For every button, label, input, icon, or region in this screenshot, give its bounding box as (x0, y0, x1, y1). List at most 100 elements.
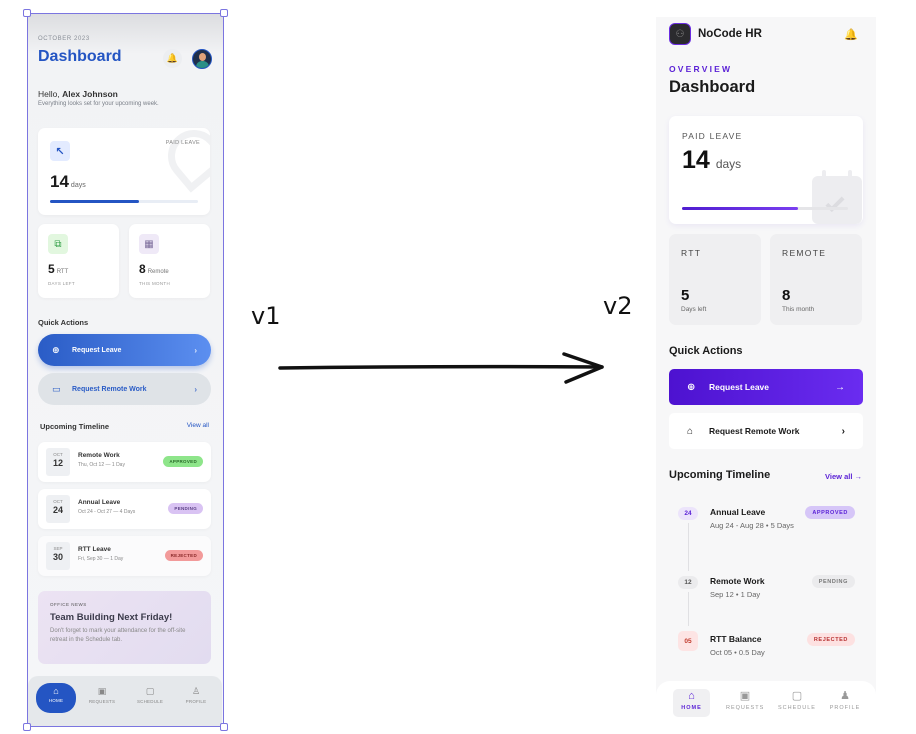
person-icon: ♟ (840, 690, 850, 702)
request-remote-work-button[interactable]: ▭ Request Remote Work › (38, 373, 211, 405)
view-all-link[interactable]: View all (186, 422, 209, 429)
date-chip: 24 (678, 507, 698, 520)
rtt-card[interactable]: RTT 5 Days left (669, 234, 761, 325)
timeline-title: Upcoming Timeline (669, 469, 771, 481)
v2-label: v2 (603, 292, 633, 320)
nav-home[interactable]: ⌂HOME (673, 689, 710, 717)
news-headline: Team Building Next Friday! (50, 612, 173, 623)
nav-label: PROFILE (829, 705, 861, 711)
office-news-card[interactable]: OFFICE NEWS Team Building Next Friday! D… (38, 591, 211, 664)
person-icon: ♙ (191, 686, 201, 696)
paid-leave-label: PAID LEAVE (165, 140, 200, 146)
date-day: 24 (52, 505, 63, 515)
calendar-check-watermark-icon (812, 170, 862, 224)
rtt-caption: DAYS LEFT (48, 281, 75, 286)
request-remote-work-label: Request Remote Work (709, 426, 800, 436)
selection-handle-bottom-left[interactable] (23, 723, 31, 731)
nav-label: HOME (48, 698, 64, 703)
timeline-item[interactable]: 24 Annual Leave Aug 24 - Aug 28 • 5 Days… (678, 506, 863, 571)
bell-icon[interactable]: 🔔 (844, 29, 858, 41)
timeline-connector (688, 523, 689, 571)
request-remote-work-label: Request Remote Work (72, 385, 147, 393)
plus-circle-icon: ⊕ (687, 381, 696, 393)
progress-fill (50, 200, 139, 203)
selection-handle-top-right[interactable] (220, 9, 228, 17)
status-badge: REJECTED (806, 633, 855, 646)
paid-leave-unit: days (715, 157, 742, 171)
rtt-caption: Days left (681, 306, 707, 313)
nav-profile[interactable]: ♙PROFILE (176, 686, 216, 714)
request-leave-label: Request Leave (72, 346, 122, 354)
rtt-number: 5 (48, 262, 55, 276)
bottom-nav: ⌂ HOME ▣ REQUESTS ▢SCHEDULE ♙PROFILE (28, 676, 222, 726)
request-leave-button[interactable]: ⊕ Request Leave › (38, 334, 211, 366)
nav-requests[interactable]: ▣REQUESTS (726, 689, 764, 717)
remote-caption: This month (782, 306, 815, 313)
view-all-link[interactable]: View all → (825, 472, 862, 481)
v1-mobile-frame[interactable]: OCTOBER 2023 Dashboard 🔔 Hello, Alex Joh… (27, 13, 224, 727)
home-icon: ⌂ (688, 690, 695, 702)
date-day: 12 (52, 458, 63, 468)
timeline-item-name: Annual Leave (78, 499, 121, 506)
request-leave-button[interactable]: ⊕ Request Leave → (669, 369, 863, 405)
briefcase-clock-icon: ⧉ (48, 234, 68, 254)
selection-handle-bottom-right[interactable] (220, 723, 228, 731)
date-month: OCT (53, 499, 63, 504)
date-day: 30 (52, 552, 63, 562)
paid-leave-number: 14 (50, 172, 69, 191)
rtt-value: 5 (681, 287, 690, 304)
bottom-nav: ⌂HOME ▣REQUESTS ▢ SCHEDULE ♟ PROFILE (656, 681, 876, 734)
nav-requests[interactable]: ▣ REQUESTS (82, 686, 122, 714)
nav-label: SCHEDULE (778, 705, 816, 711)
bell-icon[interactable]: 🔔 (163, 49, 182, 68)
remote-value: 8 (782, 287, 791, 304)
remote-card[interactable]: REMOTE 8 This month (770, 234, 862, 325)
v1-label: v1 (251, 302, 281, 330)
avatar-head (199, 53, 206, 61)
rtt-label: RTT (681, 248, 702, 258)
selection-handle-top-left[interactable] (23, 9, 31, 17)
calendar-icon: ▢ (791, 690, 803, 702)
date-month: SEP (53, 546, 63, 551)
greeting-prefix: Hello, (38, 89, 60, 99)
timeline-item[interactable]: 12 Remote Work Sep 12 • 1 Day PENDING (678, 575, 863, 626)
v2-mobile-frame[interactable]: ⚇ NoCode HR 🔔 OVERVIEW Dashboard PAID LE… (656, 17, 876, 734)
nav-schedule[interactable]: ▢SCHEDULE (130, 686, 170, 714)
news-body: Don't forget to mark your attendance for… (50, 628, 186, 643)
timeline-item[interactable]: 05 RTT Balance Oct 05 • 0.5 Day REJECTED (678, 631, 863, 664)
status-badge: PENDING (168, 503, 203, 514)
chevron-right-icon: › (194, 384, 197, 394)
remote-unit: Remote (147, 269, 169, 275)
request-remote-work-button[interactable]: ⌂ Request Remote Work › (669, 413, 863, 449)
home-icon: ⌂ (53, 686, 59, 696)
status-badge: APPROVED (805, 506, 855, 519)
nav-label: REQUESTS (88, 699, 116, 704)
umbrella-icon: ↖ (50, 141, 70, 161)
status-badge: APPROVED (163, 456, 203, 467)
chevron-right-icon: › (194, 345, 197, 355)
timeline-item-name: RTT Balance (710, 634, 762, 644)
timeline-connector (688, 592, 689, 626)
paid-leave-progress (50, 200, 198, 203)
laptop-icon: ▭ (52, 383, 61, 394)
progress-fill (682, 207, 799, 210)
clipboard-icon: ▣ (97, 686, 107, 696)
user-name: Alex Johnson (62, 89, 118, 99)
nav-home[interactable]: ⌂ HOME (36, 683, 76, 713)
nav-profile[interactable]: ♟ PROFILE (826, 689, 864, 717)
nav-schedule[interactable]: ▢ SCHEDULE (778, 689, 816, 717)
avatar[interactable] (192, 49, 212, 69)
timeline-item-name: RTT Leave (78, 546, 111, 553)
timeline-item-meta: Fri, Sep 30 — 1 Day (78, 556, 124, 562)
